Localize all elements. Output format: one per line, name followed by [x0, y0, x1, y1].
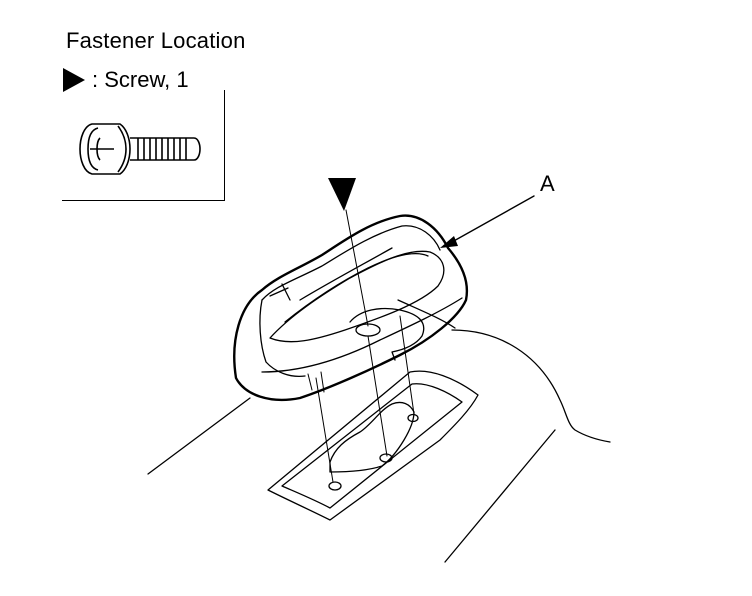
callout-label-a: A	[540, 171, 555, 196]
mounting-hole-1	[328, 481, 342, 491]
mounting-hole-3	[407, 413, 419, 423]
alignment-line-mid	[307, 371, 325, 393]
callout-arrowhead-a	[440, 236, 458, 248]
hook-slot-groove	[299, 247, 393, 301]
pan-head-screw-icon	[79, 123, 201, 175]
panel-edge-bottom	[444, 429, 556, 563]
legend-frame	[62, 90, 225, 201]
hook-outer	[233, 214, 469, 402]
mounting-pocket-inner	[281, 383, 463, 509]
hook-rim	[261, 225, 441, 301]
mounting-bracket	[329, 401, 415, 473]
callout-leader-a	[451, 195, 535, 243]
fastener-location-title: Fastener Location	[66, 28, 246, 53]
hook-tab-notch	[269, 283, 291, 301]
mounting-hole-2	[379, 453, 393, 463]
fastener-legend: Fastener Location : Screw, 1	[0, 0, 245, 205]
black-triangle-icon	[63, 68, 85, 92]
hook-front-face	[259, 299, 306, 378]
hook-ledge	[261, 297, 463, 373]
alignment-line-left	[315, 377, 334, 483]
panel-edge-left	[147, 397, 251, 475]
legend-label: : Screw, 1	[92, 67, 189, 92]
hook-slot-inner	[284, 253, 429, 323]
mounting-pocket-outer	[267, 370, 479, 521]
alignment-line-right	[399, 315, 415, 415]
panel-contour-right	[451, 329, 611, 443]
legend-key: : Screw, 1	[62, 66, 189, 94]
screw-marker-icon	[328, 178, 356, 211]
screw-alignment-line	[345, 209, 388, 457]
panel-contour-upper	[397, 299, 456, 329]
